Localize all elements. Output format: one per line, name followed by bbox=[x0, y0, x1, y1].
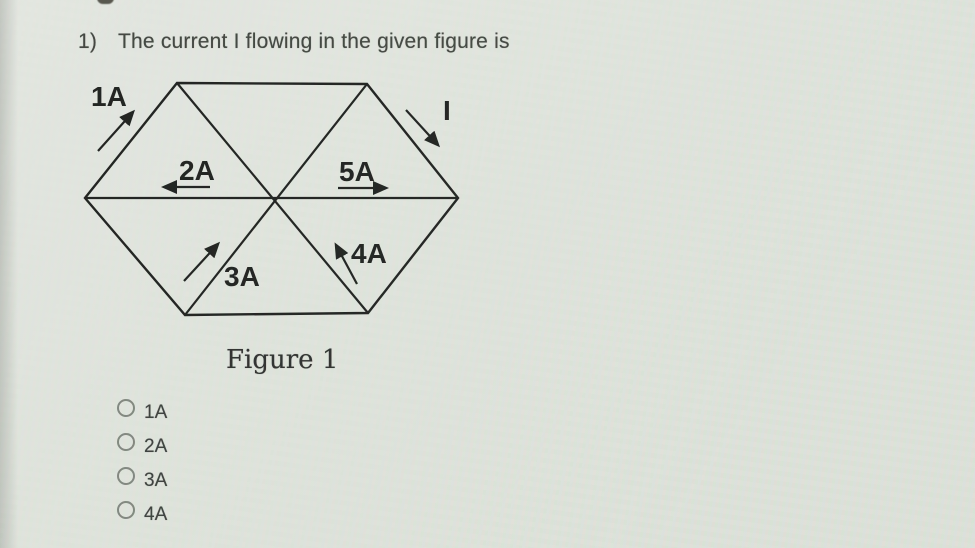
label-current-1a: 1A bbox=[91, 81, 127, 112]
arrow-current-1a bbox=[97, 109, 136, 152]
radio-button-3a[interactable] bbox=[117, 467, 135, 485]
question: 1) The current I flowing in the given fi… bbox=[78, 30, 510, 54]
diagonal-topleft-bottomright bbox=[176, 82, 369, 314]
hexagon-outline bbox=[83, 81, 460, 317]
arrow-current-3a bbox=[183, 241, 221, 282]
question-text: The current I flowing in the given figur… bbox=[118, 30, 510, 53]
label-current-5a: 5A bbox=[339, 156, 375, 187]
cropped-artifact bbox=[97, 0, 114, 4]
option-4a[interactable]: 4A bbox=[117, 500, 167, 525]
figure-caption: Figure 1 bbox=[226, 345, 339, 375]
photo-edge-shadow bbox=[0, 0, 18, 548]
diagonal-topright-bottomleft bbox=[184, 83, 368, 316]
arrow-current-4a bbox=[334, 242, 358, 285]
label-current-i: I bbox=[443, 95, 451, 126]
answer-options: 1A 2A 3A 4A bbox=[117, 398, 167, 534]
option-label: 4A bbox=[144, 504, 168, 525]
label-current-3a: 3A bbox=[224, 261, 260, 292]
radio-button-2a[interactable] bbox=[117, 433, 135, 451]
radio-button-4a[interactable] bbox=[117, 501, 135, 519]
option-3a[interactable]: 3A bbox=[117, 466, 167, 491]
option-label: 3A bbox=[144, 470, 168, 491]
question-number: 1) bbox=[78, 30, 98, 53]
arrow-current-i bbox=[405, 109, 441, 148]
radio-button-1a[interactable] bbox=[117, 399, 135, 417]
label-current-4a: 4A bbox=[351, 238, 387, 269]
option-label: 1A bbox=[144, 402, 168, 423]
option-label: 2A bbox=[144, 436, 168, 457]
option-1a[interactable]: 1A bbox=[117, 398, 167, 423]
option-2a[interactable]: 2A bbox=[117, 432, 167, 457]
label-current-2a: 2A bbox=[179, 155, 215, 186]
